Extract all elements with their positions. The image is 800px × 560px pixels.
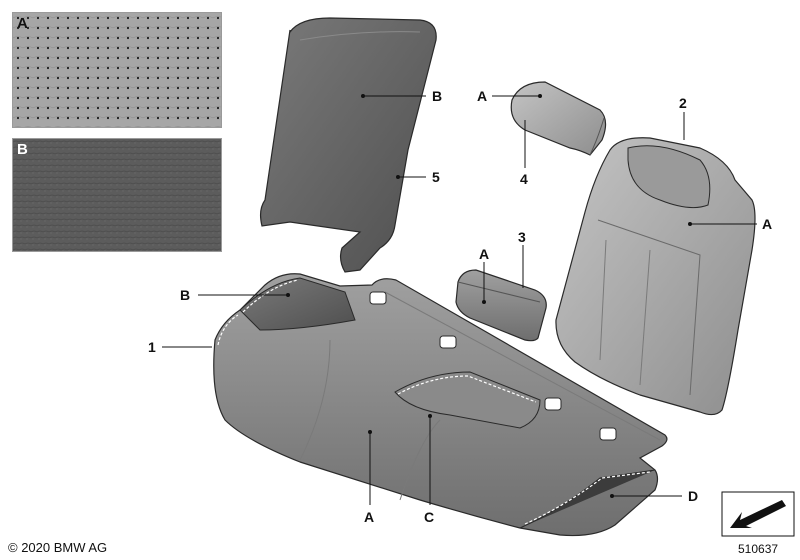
swatch-a-letter: A bbox=[17, 15, 28, 32]
callout-a-headrest: A bbox=[477, 88, 487, 104]
headrest-part bbox=[510, 81, 607, 156]
callout-3: 3 bbox=[518, 229, 526, 245]
armrest-part bbox=[455, 269, 547, 342]
side-bolster-part bbox=[259, 17, 437, 273]
perforated-leather-texture bbox=[13, 13, 221, 127]
callout-a-cushion: A bbox=[364, 509, 374, 525]
callout-b-side: B bbox=[432, 88, 442, 104]
backrest-part bbox=[555, 137, 756, 416]
callout-a-armrest: A bbox=[479, 246, 489, 262]
callout-1: 1 bbox=[148, 339, 156, 355]
leader-lines bbox=[162, 95, 757, 505]
swatch-b-letter: B bbox=[17, 141, 28, 158]
callout-d-cushion: D bbox=[688, 488, 698, 504]
copyright-text: © 2020 BMW AG bbox=[8, 540, 108, 555]
callout-b-cushion: B bbox=[180, 287, 190, 303]
callout-4: 4 bbox=[520, 171, 528, 187]
material-swatch-b: B bbox=[12, 138, 222, 252]
diagram-id: 510637 bbox=[738, 542, 779, 556]
grained-leather-texture bbox=[13, 139, 221, 251]
callout-5: 5 bbox=[432, 169, 440, 185]
seat-cushion-part bbox=[213, 273, 668, 537]
callout-c-cushion: C bbox=[424, 509, 434, 525]
material-swatch-a: A bbox=[12, 12, 222, 128]
callout-2: 2 bbox=[679, 95, 687, 111]
orientation-arrow-icon bbox=[721, 491, 795, 537]
leader-dots bbox=[286, 94, 692, 498]
callout-a-back: A bbox=[762, 216, 772, 232]
